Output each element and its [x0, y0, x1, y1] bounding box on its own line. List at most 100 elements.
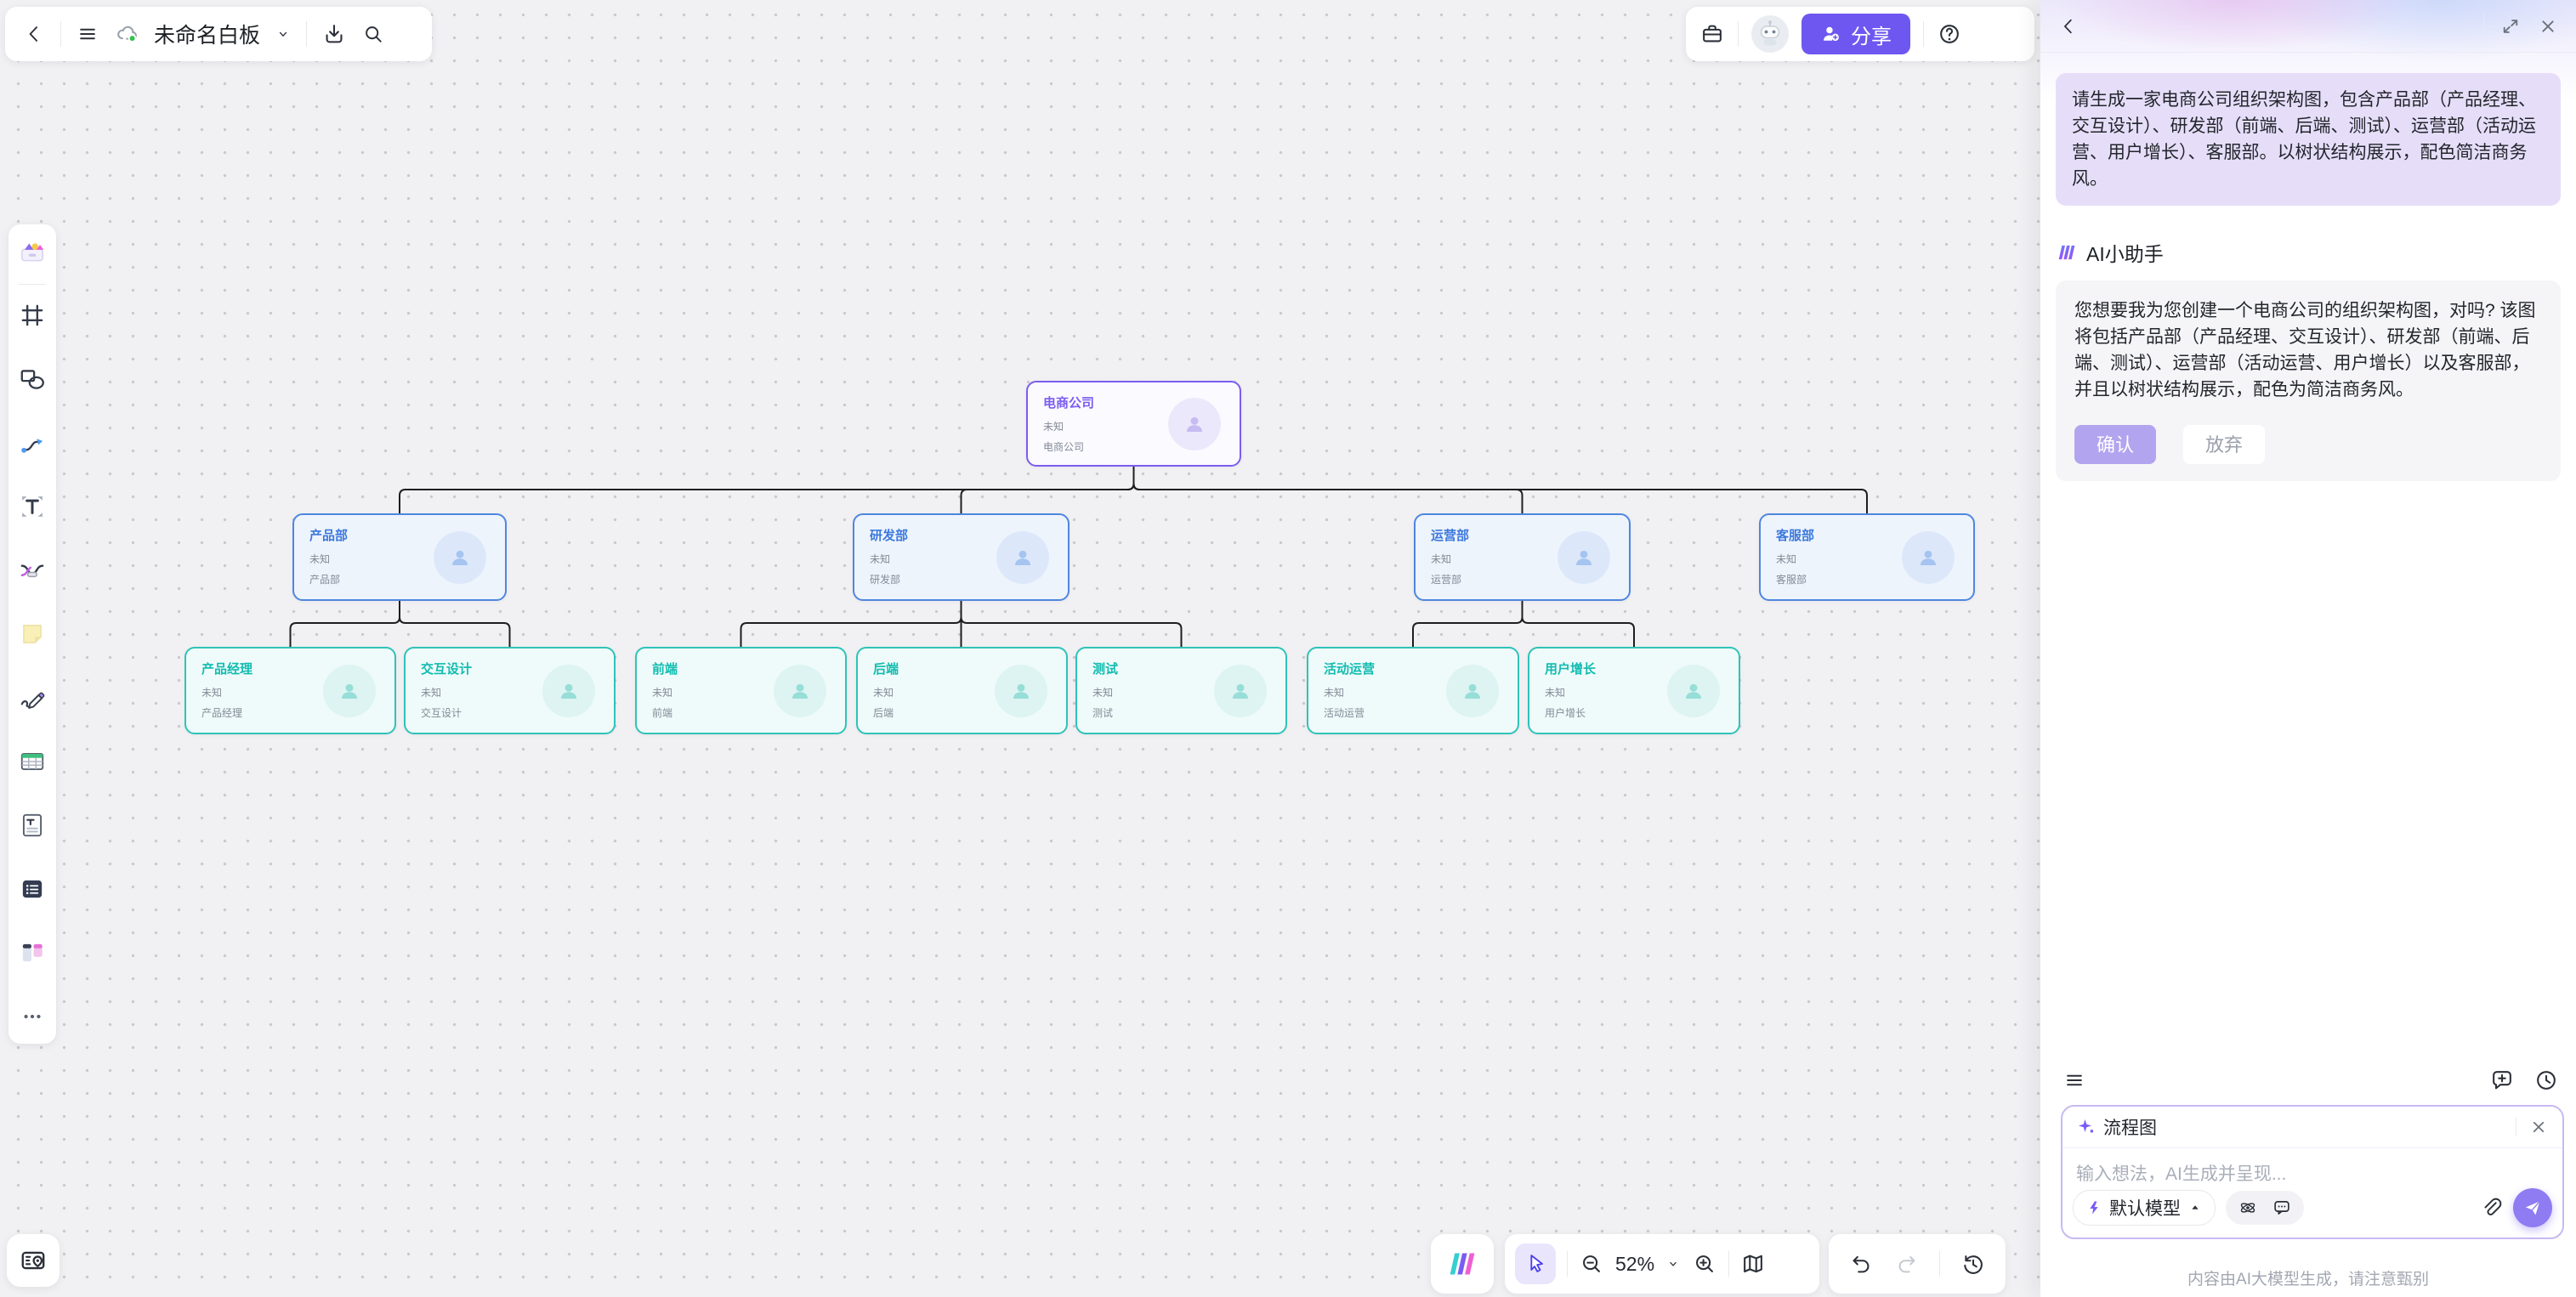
connector-icon [18, 428, 47, 462]
prompt-placeholder[interactable]: 输入想法，AI生成并呈现... [2076, 1164, 2287, 1184]
sidebar-item-pen[interactable] [15, 682, 49, 716]
chat-messages: 请生成一家电商公司组织架构图，包含产品部（产品经理、交互设计）、研发部（前端、后… [2040, 53, 2576, 648]
sidebar-item-more[interactable] [15, 1001, 49, 1035]
composer-bottom-row: 默认模型 [2073, 1188, 2552, 1227]
table-icon [18, 747, 47, 780]
org-connector [960, 601, 1183, 647]
share-button[interactable]: 分享 [1801, 14, 1910, 54]
node-avatar [1446, 664, 1499, 717]
toolbox-icon[interactable] [1699, 21, 1725, 47]
version-history-icon[interactable] [1960, 1251, 1986, 1277]
sidebar-item-connector[interactable] [15, 428, 49, 462]
new-chat-icon[interactable] [2489, 1068, 2515, 1093]
outline-icon [18, 875, 47, 908]
search-icon[interactable] [361, 22, 385, 46]
sidebar-item-frame[interactable] [15, 300, 49, 334]
org-node-fe[interactable]: 前端 未知 前端 [635, 647, 847, 734]
sidebar-item-templates[interactable] [15, 236, 49, 270]
node-title: 后端 [873, 662, 899, 677]
zoom-out-button[interactable] [1579, 1251, 1604, 1277]
node-subtitle: 未知 [1043, 421, 1064, 433]
sidebar-item-sticky-note[interactable] [15, 619, 49, 653]
download-icon[interactable] [321, 21, 347, 47]
tools-sidebar [9, 224, 56, 1044]
ai-robot-icon[interactable] [1751, 15, 1789, 53]
sidebar-item-table[interactable] [15, 746, 49, 780]
pen-icon [18, 683, 47, 716]
node-avatar [1667, 664, 1720, 717]
assistant-name: AI小助手 [2086, 243, 2164, 265]
org-node-pm[interactable]: 产品经理 未知 产品经理 [184, 647, 396, 734]
attach-icon[interactable] [2479, 1196, 2503, 1220]
back-icon[interactable] [22, 22, 46, 46]
zoom-in-button[interactable] [1692, 1251, 1717, 1277]
boardmix-logo-icon [1445, 1247, 1479, 1281]
minimap-button[interactable] [7, 1234, 60, 1287]
org-node-cs[interactable]: 客服部 未知 客服部 [1759, 513, 1975, 601]
node-subtitle: 未知 [421, 687, 442, 699]
divider [1923, 21, 1924, 47]
org-node-ixd[interactable]: 交互设计 未知 交互设计 [404, 647, 616, 734]
org-node-campaign[interactable]: 活动运营 未知 活动运营 [1307, 647, 1519, 734]
app-logo-button[interactable] [1431, 1234, 1494, 1294]
divider [1939, 1251, 1941, 1277]
more-icon [18, 1002, 47, 1035]
prompt-tag-row: 流程图 [2063, 1107, 2562, 1148]
undo-icon[interactable] [1848, 1251, 1874, 1277]
assistant-message-text: 您想要我为您创建一个电商公司的组织架构图，对吗? 该图将包括产品部（产品经理、交… [2074, 301, 2536, 399]
sidebar-item-document[interactable] [15, 810, 49, 844]
chat-history-icon[interactable] [2533, 1068, 2559, 1093]
org-connector [740, 601, 962, 647]
chat-menu-icon[interactable] [2063, 1068, 2086, 1092]
title-chevron-down-icon[interactable] [275, 25, 292, 42]
board-title[interactable]: 未命名白板 [154, 24, 261, 48]
org-node-company[interactable]: 电商公司 未知 电商公司 [1026, 381, 1241, 467]
send-button[interactable] [2513, 1188, 2552, 1227]
prompt-input-box[interactable]: 流程图 输入想法，AI生成并呈现... 默认模型 [2061, 1105, 2564, 1239]
zoom-chevron-down-icon[interactable] [1665, 1256, 1681, 1272]
ai-assistant-logo-icon [2056, 241, 2078, 263]
divider [306, 21, 308, 47]
chat-dots-icon[interactable] [2272, 1198, 2292, 1218]
org-node-ops[interactable]: 运营部 未知 运营部 [1414, 513, 1631, 601]
cloud-sync-icon [114, 21, 139, 47]
node-title: 前端 [652, 662, 678, 677]
map-pin-card-icon [19, 1246, 48, 1275]
discard-button[interactable]: 放弃 [2183, 425, 2266, 464]
atom-icon[interactable] [2238, 1198, 2258, 1218]
overview-map-icon[interactable] [1740, 1251, 1766, 1277]
org-node-product[interactable]: 产品部 未知 产品部 [292, 513, 507, 601]
main-menu-icon[interactable] [76, 22, 99, 46]
sidebar-item-outline[interactable] [15, 874, 49, 908]
titlebar: 未命名白板 [5, 7, 432, 61]
org-node-rd[interactable]: 研发部 未知 研发部 [853, 513, 1070, 601]
node-title: 电商公司 [1043, 396, 1095, 411]
sidebar-item-kanban[interactable] [15, 937, 49, 971]
org-node-growth[interactable]: 用户增长 未知 用户增长 [1528, 647, 1740, 734]
node-avatar [1902, 530, 1955, 584]
divider [2483, 13, 2484, 39]
templates-icon [18, 237, 47, 270]
panel-back-icon[interactable] [2057, 15, 2080, 37]
sidebar-item-mindmap[interactable] [15, 555, 49, 589]
close-panel-icon[interactable] [2537, 15, 2559, 37]
select-tool-button[interactable] [1515, 1243, 1556, 1284]
canvas-toolbar: 52% [1505, 1234, 1819, 1294]
redo-icon[interactable] [1894, 1251, 1920, 1277]
sidebar-item-text[interactable] [15, 491, 49, 525]
model-selector[interactable]: 默认模型 [2073, 1190, 2216, 1226]
remove-tag-icon[interactable] [2528, 1117, 2549, 1137]
org-node-be[interactable]: 后端 未知 后端 [856, 647, 1068, 734]
node-subtitle: 电商公司 [1043, 441, 1085, 453]
node-avatar [774, 664, 826, 717]
org-connector [289, 601, 400, 647]
node-subtitle: 未知 [1092, 687, 1114, 699]
sidebar-item-shapes[interactable] [15, 364, 49, 398]
org-node-qa[interactable]: 测试 未知 测试 [1075, 647, 1287, 734]
help-icon[interactable] [1937, 21, 1962, 47]
zoom-level[interactable]: 52% [1615, 1252, 1655, 1275]
expand-panel-icon[interactable] [2499, 15, 2522, 37]
confirm-button[interactable]: 确认 [2074, 425, 2157, 464]
node-avatar [1558, 530, 1610, 584]
history-toolbar [1829, 1234, 2006, 1294]
